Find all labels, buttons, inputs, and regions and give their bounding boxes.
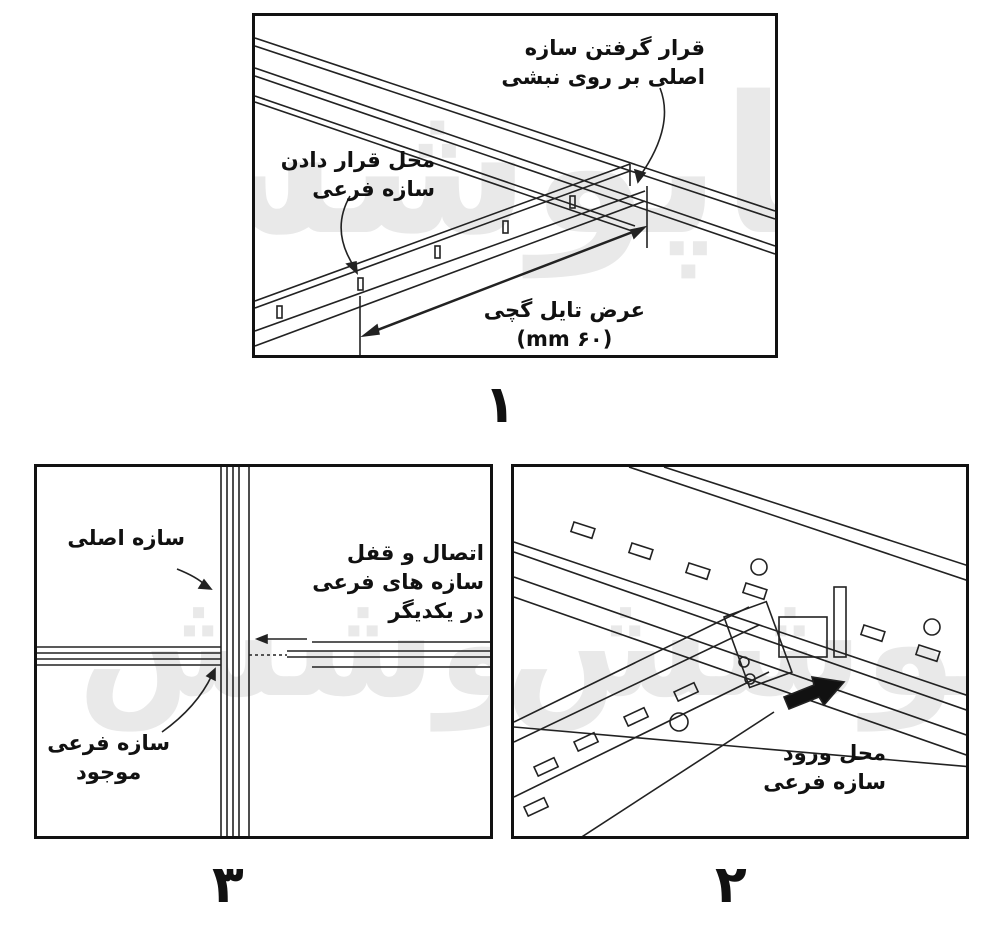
callout-arrow-main (176, 568, 206, 586)
label-connect-lock: اتصال و قفل سازه های فرعی در یکدیگر (312, 539, 484, 626)
main-runner-vertical (220, 467, 250, 836)
dimension-line (359, 186, 648, 355)
incoming-cross-tee (249, 633, 490, 668)
panel-3-drawing (37, 467, 490, 836)
existing-cross-tee (37, 646, 221, 666)
label-tile-width: عرض تایل گچی (mm ۶۰) (484, 296, 645, 354)
callout-arrow-sub (340, 195, 356, 269)
label-line: در یکدیگر (388, 599, 484, 623)
panel-1-number: ۱ (484, 375, 516, 435)
callout-arrow-main (639, 87, 666, 177)
label-line: اصلی بر روی نبشی (501, 65, 705, 89)
label-line: سازه فرعی (312, 177, 435, 201)
panel-3-frame: نماپوشش سازه اصلی (34, 464, 493, 839)
label-line: سازه های فرعی (312, 570, 484, 594)
panel-3-number: ۳ (212, 855, 244, 915)
label-main-runner: سازه اصلی (67, 526, 185, 550)
label-line: قرار گرفتن سازه (524, 36, 705, 60)
label-existing-sub: سازه فرعی موجود (47, 729, 170, 787)
entry-arrow (782, 676, 846, 711)
main-runner-angle (255, 37, 775, 255)
label-sub-position: محل قرار دادن سازه فرعی (281, 146, 435, 204)
label-line: اتصال و قفل (346, 541, 484, 565)
panel-2-drawing (514, 467, 966, 836)
label-line: محل قرار دادن (280, 148, 435, 172)
cross-tee (255, 163, 646, 347)
label-line: سازه فرعی (763, 770, 886, 794)
main-runner (514, 467, 966, 768)
callout-arrow-sub (161, 674, 213, 733)
label-line: موجود (76, 760, 142, 784)
panel-1-drawing (255, 37, 775, 355)
label-line: عرض تایل گچی (483, 298, 645, 322)
panel-2-frame: نماپوشش (511, 464, 969, 839)
label-main-on-angle: قرار گرفتن سازه اصلی بر روی نبشی (501, 34, 705, 92)
label-line: محل ورود (782, 741, 886, 765)
panel-2-number: ۲ (715, 855, 747, 915)
slots (276, 195, 576, 319)
cross-tee-entering (514, 600, 828, 836)
label-sub-entry: محل ورود سازه فرعی (763, 739, 886, 797)
label-line: (mm ۶۰) (516, 327, 613, 351)
panel-1-frame: نماپوشش (252, 13, 778, 358)
slots (569, 520, 941, 663)
label-line: سازه فرعی (47, 731, 170, 755)
